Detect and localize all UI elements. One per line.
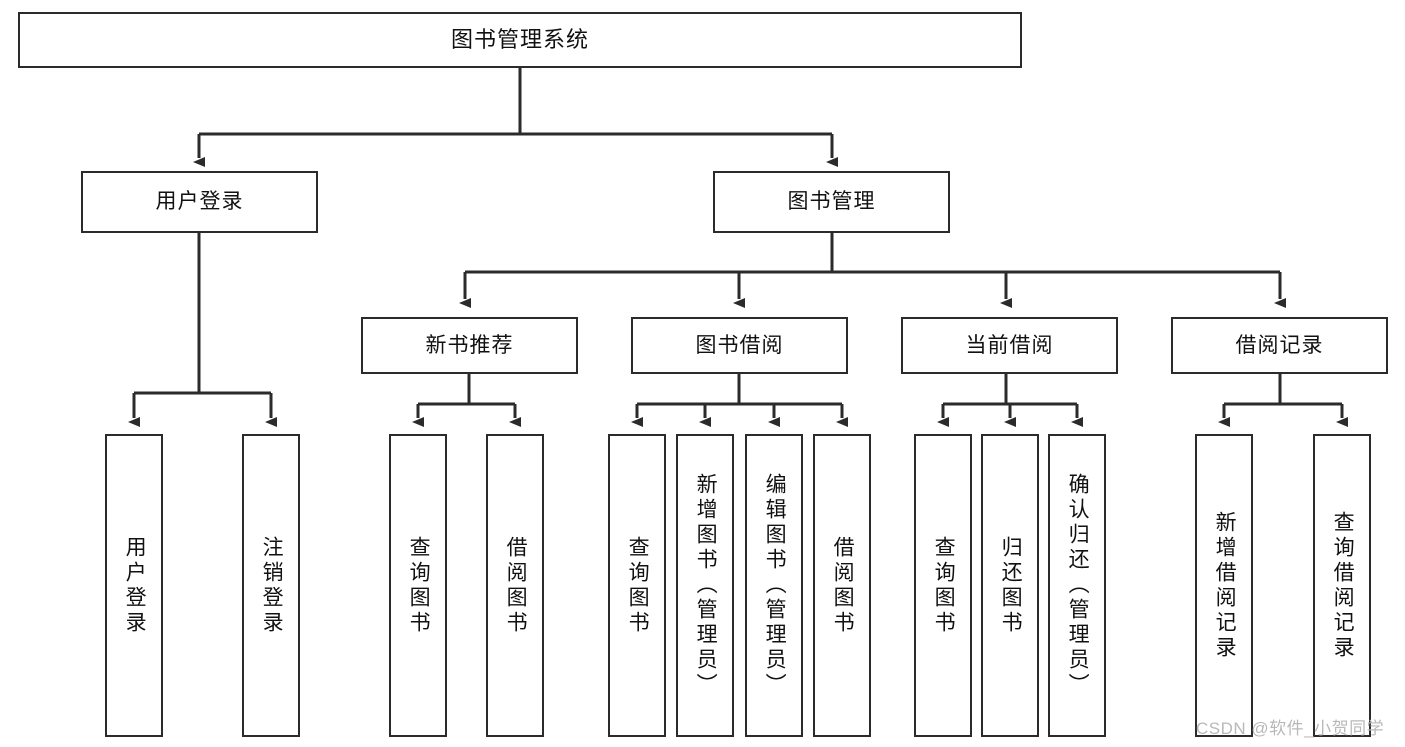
leaf-confirm-return-admin[interactable]: 确认归还（管理员） [1048,434,1106,737]
leaf-logout[interactable]: 注销登录 [242,434,300,737]
leaf-edit-book-admin[interactable]: 编辑图书（管理员） [745,434,803,737]
leaf-borrow-book-recommend[interactable]: 借阅图书 [486,434,544,737]
leaf-user-login[interactable]: 用户登录 [105,434,163,737]
node-current-borrow[interactable]: 当前借阅 [901,317,1118,374]
leaf-query-book-borrow[interactable]: 查询图书 [608,434,666,737]
node-root-system[interactable]: 图书管理系统 [18,12,1022,68]
node-book-management[interactable]: 图书管理 [713,171,950,233]
leaf-query-borrow-record[interactable]: 查询借阅记录 [1313,434,1371,737]
leaf-query-book-recommend[interactable]: 查询图书 [389,434,447,737]
watermark-credit: CSDN @软件_小贺同学 [1196,719,1385,738]
leaf-add-borrow-record[interactable]: 新增借阅记录 [1195,434,1253,737]
leaf-add-book-admin[interactable]: 新增图书（管理员） [676,434,734,737]
leaf-query-book-current[interactable]: 查询图书 [914,434,972,737]
node-book-borrow[interactable]: 图书借阅 [631,317,848,374]
node-new-book-recommend[interactable]: 新书推荐 [361,317,578,374]
node-borrow-record[interactable]: 借阅记录 [1171,317,1388,374]
node-user-login[interactable]: 用户登录 [81,171,318,233]
leaf-borrow-book[interactable]: 借阅图书 [813,434,871,737]
leaf-return-book[interactable]: 归还图书 [981,434,1039,737]
